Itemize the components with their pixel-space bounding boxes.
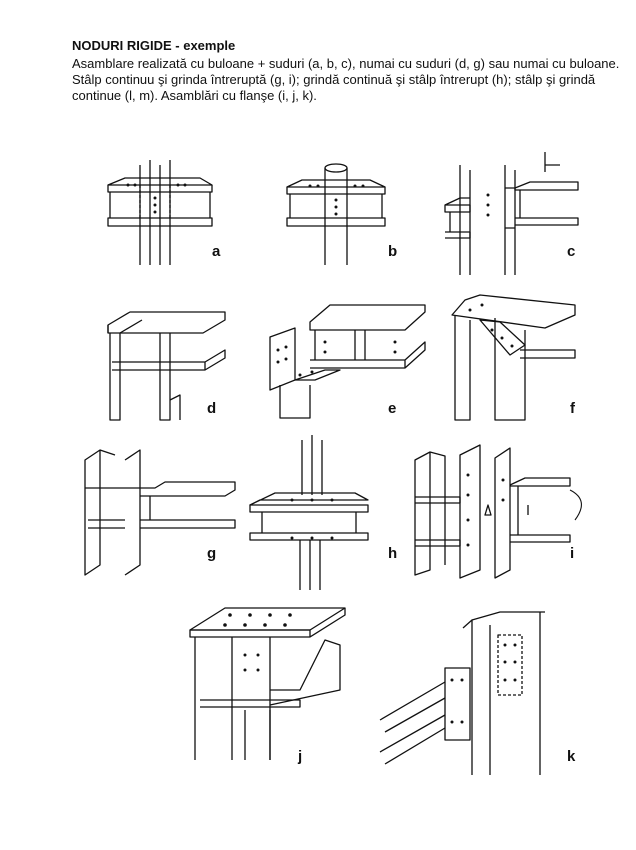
figure-d [107, 311, 226, 421]
figure-a [107, 160, 213, 265]
figure-j [189, 607, 346, 760]
figure-g [84, 449, 236, 576]
figure-label-h: h [388, 545, 398, 562]
page-title: NODURI RIGIDE - exemple [72, 38, 236, 53]
figure-label-d: d [207, 400, 217, 417]
figure-label-f: f [570, 400, 575, 417]
figure-label-i: i [570, 545, 575, 562]
description: Asamblare realizată cu buloane + suduri … [72, 56, 620, 104]
figure-b [286, 163, 386, 265]
figure-label-k: k [567, 748, 576, 765]
figure-label-b: b [388, 243, 398, 260]
figure-label-a: a [212, 243, 221, 260]
description-line-3: continue (l, m). Asamblări cu flanşe (i,… [72, 88, 317, 103]
figure-f [451, 294, 576, 421]
figure-label-g: g [207, 545, 217, 562]
description-line-2: Stâlp continuu şi grinda întreruptă (g, … [72, 72, 596, 87]
figure-label-c: c [567, 243, 576, 260]
figure-i [414, 444, 582, 579]
figure-e [269, 304, 426, 419]
figure-c [444, 152, 579, 275]
figure-h [249, 435, 369, 590]
figure-label-e: e [388, 400, 397, 417]
figure-label-j: j [298, 748, 303, 765]
figure-k [379, 611, 545, 775]
description-line-1: Asamblare realizată cu buloane + suduri … [72, 56, 620, 71]
